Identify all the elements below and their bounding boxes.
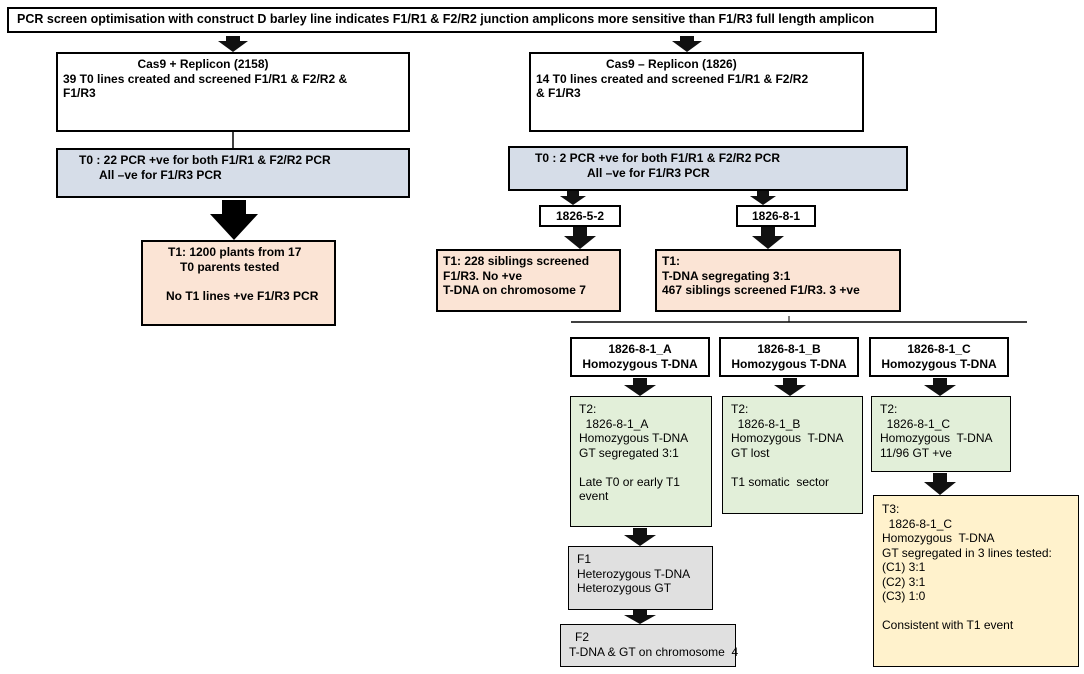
t2-b-box: T2: 1826-8-1_B Homozygous T-DNA GT lost … <box>722 396 863 514</box>
right-t0-line: All –ve for F1/R3 PCR <box>587 165 710 180</box>
f2-line: F2 <box>575 630 590 644</box>
line-1826-5-2-label: 1826-5-2 <box>555 209 605 223</box>
t2-a-line: GT segregated 3:1 <box>579 445 679 460</box>
subline-c-desc: Homozygous T-DNA <box>881 356 997 371</box>
t2-a-line: Late T0 or early T1 <box>579 474 680 489</box>
down-arrow-icon <box>564 227 596 249</box>
line-1826-5-2-box: 1826-5-2 <box>539 205 621 227</box>
t3-line <box>882 604 1070 619</box>
down-arrow-icon <box>624 378 656 396</box>
t3-line: (C1) 3:1 <box>882 560 926 574</box>
t1-1826-8-1-line: T-DNA segregating 3:1 <box>662 268 791 283</box>
t1-1826-8-1-line: T1: <box>662 254 680 268</box>
left-construct-heading: Cas9 + Replicon (2158) <box>137 57 269 71</box>
down-arrow-icon <box>774 378 806 396</box>
t3-line: Consistent with T1 event <box>882 618 1014 632</box>
left-t1-line: T0 parents tested <box>180 259 280 274</box>
t2-b-line: 1826-8-1_B <box>731 416 801 431</box>
t1-1826-8-1-box: T1: T-DNA segregating 3:1 467 siblings s… <box>655 249 901 312</box>
down-arrow-icon <box>752 227 784 249</box>
subline-a-desc: Homozygous T-DNA <box>582 356 698 371</box>
t2-c-line: Homozygous T-DNA <box>880 431 993 445</box>
line-1826-8-1-box: 1826-8-1 <box>736 205 816 227</box>
left-t0-line: All –ve for F1/R3 PCR <box>99 167 222 182</box>
down-arrow-icon <box>672 36 702 52</box>
t2-c-line: 1826-8-1_C <box>880 416 951 431</box>
t2-c-box: T2: 1826-8-1_C Homozygous T-DNA 11/96 GT… <box>871 396 1011 472</box>
t2-a-box: T2: 1826-8-1_A Homozygous T-DNA GT segre… <box>570 396 712 527</box>
down-arrow-icon <box>924 378 956 396</box>
subline-c-box: 1826-8-1_C Homozygous T-DNA <box>869 337 1009 377</box>
t2-b-line: T1 somatic sector <box>731 474 830 489</box>
diagram-title: PCR screen optimisation with construct D… <box>7 7 937 33</box>
f1-line: Heterozygous GT <box>577 581 672 595</box>
t2-b-line: Homozygous T-DNA <box>731 431 844 445</box>
f1-line: Heterozygous T-DNA <box>577 566 691 581</box>
subline-c-name: 1826-8-1_C <box>907 342 971 356</box>
t2-c-line: T2: <box>880 402 898 416</box>
t1-1826-5-2-line: T1: 228 siblings screened <box>443 254 590 268</box>
t1-1826-5-2-box: T1: 228 siblings screened F1/R3. No +ve … <box>436 249 621 312</box>
left-construct-line: F1/R3 <box>63 86 96 100</box>
right-construct-line: & F1/R3 <box>536 86 581 100</box>
t3-box: T3: 1826-8-1_C Homozygous T-DNA GT segre… <box>873 495 1079 667</box>
t1-1826-5-2-line: T-DNA on chromosome 7 <box>443 283 586 297</box>
right-construct-box: Cas9 – Replicon (1826) 14 T0 lines creat… <box>529 52 864 132</box>
t3-line: (C2) 3:1 <box>882 574 926 589</box>
left-construct-line: 39 T0 lines created and screened F1/R1 &… <box>63 71 348 86</box>
right-t0-box: T0 : 2 PCR +ve for both F1/R1 & F2/R2 PC… <box>508 146 908 191</box>
t2-a-line: Homozygous T-DNA <box>579 431 689 445</box>
t2-b-line: GT lost <box>731 445 770 460</box>
left-t0-line: T0 : 22 PCR +ve for both F1/R1 & F2/R2 P… <box>79 153 331 167</box>
left-t0-box: T0 : 22 PCR +ve for both F1/R1 & F2/R2 P… <box>56 148 410 198</box>
subline-a-box: 1826-8-1_A Homozygous T-DNA <box>570 337 710 377</box>
line-1826-8-1-label: 1826-8-1 <box>751 209 801 223</box>
f1-line: F1 <box>577 552 592 566</box>
f1-box: F1 Heterozygous T-DNA Heterozygous GT <box>568 546 713 610</box>
subline-a-name: 1826-8-1_A <box>608 342 672 356</box>
left-construct-box: Cas9 + Replicon (2158) 39 T0 lines creat… <box>56 52 410 132</box>
t2-c-line: 11/96 GT +ve <box>880 445 952 460</box>
t2-a-line: event <box>579 489 609 503</box>
t3-line: (C3) 1:0 <box>882 589 926 603</box>
f2-line: T-DNA & GT on chromosome 4 <box>569 644 739 659</box>
down-arrow-icon <box>924 473 956 495</box>
t2-b-line <box>731 460 854 475</box>
right-t0-line: T0 : 2 PCR +ve for both F1/R1 & F2/R2 PC… <box>535 151 781 165</box>
down-arrow-icon <box>218 36 248 52</box>
t2-a-line: T2: <box>579 402 597 416</box>
down-arrow-icon <box>624 610 656 624</box>
subline-b-desc: Homozygous T-DNA <box>731 356 847 371</box>
down-arrow-icon <box>210 200 258 240</box>
subline-b-box: 1826-8-1_B Homozygous T-DNA <box>719 337 859 377</box>
left-t1-line: No T1 lines +ve F1/R3 PCR <box>166 288 319 303</box>
right-construct-line: 14 T0 lines created and screened F1/R1 &… <box>536 71 809 86</box>
down-arrow-icon <box>624 528 656 546</box>
right-construct-heading: Cas9 – Replicon (1826) <box>606 57 737 71</box>
left-t1-line <box>148 274 329 289</box>
t3-line: Homozygous T-DNA <box>882 531 995 545</box>
t3-line: 1826-8-1_C <box>882 516 953 531</box>
t3-line: T3: <box>882 502 900 516</box>
diagram-title-text: PCR screen optimisation with construct D… <box>17 12 875 26</box>
t2-a-line <box>579 460 703 475</box>
subline-b-name: 1826-8-1_B <box>757 342 821 356</box>
t3-line: GT segregated in 3 lines tested: <box>882 545 1052 560</box>
down-arrow-icon <box>750 191 776 205</box>
down-arrow-icon <box>560 191 586 205</box>
t1-1826-5-2-line: F1/R3. No +ve <box>443 268 523 283</box>
left-t1-box: T1: 1200 plants from 17 T0 parents teste… <box>141 240 336 326</box>
t2-a-line: 1826-8-1_A <box>579 416 649 431</box>
left-t1-line: T1: 1200 plants from 17 <box>168 245 302 259</box>
t1-1826-8-1-line: 467 siblings screened F1/R3. 3 +ve <box>662 283 860 297</box>
f2-box: F2 T-DNA & GT on chromosome 4 <box>560 624 739 667</box>
t2-b-line: T2: <box>731 402 749 416</box>
